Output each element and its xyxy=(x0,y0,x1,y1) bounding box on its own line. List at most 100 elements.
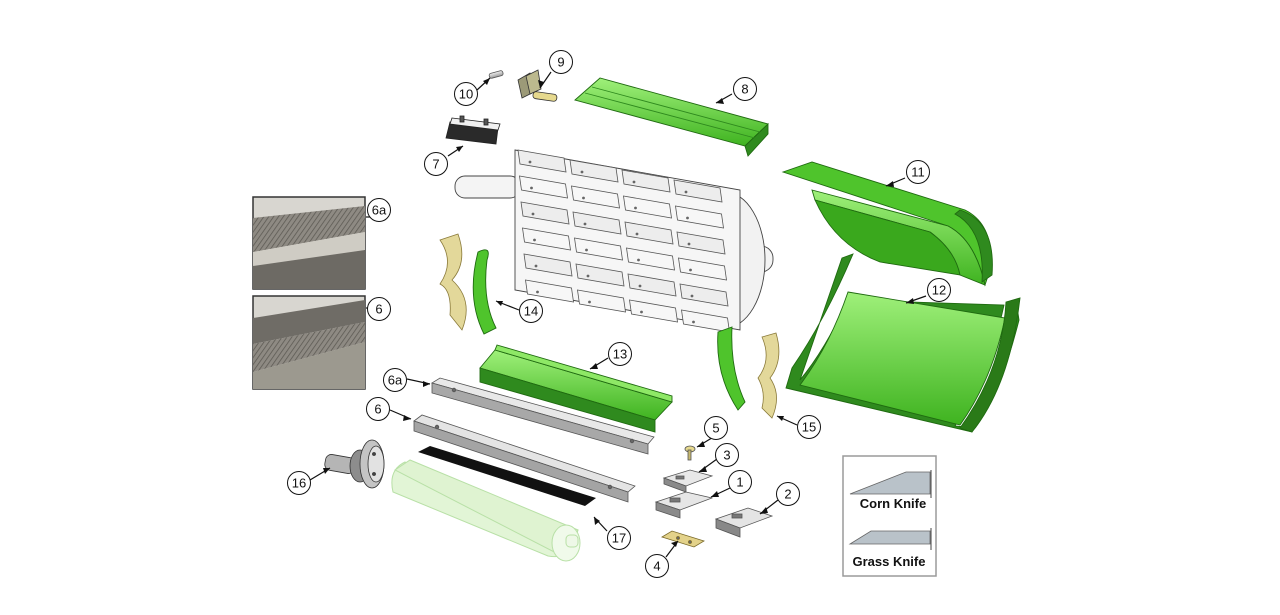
grass-knife-icon xyxy=(848,528,932,550)
callout-10: 10 xyxy=(454,82,478,106)
rotor-bolt-hole xyxy=(686,216,689,220)
pin-part-10 xyxy=(488,70,504,79)
callouts: 10 9 8 7 11 12 6a 6 xyxy=(287,50,951,578)
svg-text:6a: 6a xyxy=(372,203,387,218)
svg-text:8: 8 xyxy=(741,82,748,97)
bolt-part-5 xyxy=(684,445,696,461)
rotor-bolt-hole xyxy=(632,180,636,184)
rotor-knife-segment xyxy=(577,289,626,313)
rotor-knife-segment xyxy=(679,283,729,307)
side-plate-right xyxy=(717,326,746,411)
concave-part-12 xyxy=(785,253,1021,433)
callout-15: 15 xyxy=(797,415,821,439)
callout-photo-6a: 6a xyxy=(367,198,391,222)
rotor-knife-segment xyxy=(571,185,620,209)
callout-17: 17 xyxy=(607,526,631,550)
svg-text:9: 9 xyxy=(557,55,564,70)
callout-1: 1 xyxy=(728,470,752,494)
svg-text:12: 12 xyxy=(932,283,946,298)
bracket-part-9 xyxy=(517,69,558,102)
callout-12: 12 xyxy=(927,278,951,302)
rotor-knife-segment xyxy=(572,211,622,235)
rotor-knife-segment xyxy=(678,257,727,281)
rotor-bolt-hole xyxy=(692,320,695,324)
callout-11: 11 xyxy=(906,160,930,184)
bar-part-6a xyxy=(431,377,655,455)
callout-2: 2 xyxy=(776,482,800,506)
rotor-bolt-hole xyxy=(583,222,587,226)
rotor-bolt-hole xyxy=(531,212,535,216)
callout-3: 3 xyxy=(715,443,739,467)
svg-text:6: 6 xyxy=(375,302,382,317)
rotor-knife-segment xyxy=(673,179,723,203)
rotor-knife-segment xyxy=(525,279,574,303)
rotor-knife-segment xyxy=(626,247,675,271)
rotor-knife-segment xyxy=(522,227,571,251)
svg-text:14: 14 xyxy=(524,304,538,319)
rotor-knife-segment xyxy=(569,159,619,183)
rotor-bolt-hole xyxy=(530,186,533,190)
callout-9: 9 xyxy=(549,50,573,74)
callout-7: 7 xyxy=(424,152,448,176)
svg-text:7: 7 xyxy=(432,157,439,172)
photo-knife-6a xyxy=(252,196,366,290)
svg-text:17: 17 xyxy=(612,531,626,546)
rotor-bolt-hole xyxy=(586,274,590,278)
rotor-knife-segment xyxy=(517,149,567,173)
rotor-knife-segment xyxy=(676,231,726,255)
rotor-knife-segment xyxy=(624,221,674,245)
rotor-bolt-hole xyxy=(533,238,536,242)
leader-arrowheads xyxy=(323,78,914,547)
rotor-bolt-hole xyxy=(637,258,640,262)
rotor-knife-segment xyxy=(629,299,678,323)
corn-knife-label: Corn Knife xyxy=(860,496,926,511)
svg-text:5: 5 xyxy=(712,421,719,436)
knife-type-legend: Corn Knife Grass Knife xyxy=(842,455,937,577)
rotor-bolt-hole xyxy=(582,196,585,200)
rotor-bolt-hole xyxy=(640,310,643,314)
callout-6a: 6a xyxy=(383,368,407,392)
rotor-bolt-hole xyxy=(635,232,639,236)
rotor-bolt-hole xyxy=(690,294,694,298)
roller-part-17 xyxy=(391,459,581,562)
corn-knife-icon xyxy=(849,470,932,498)
top-bar-part-8 xyxy=(574,77,769,157)
rotor-knife-segment xyxy=(574,237,623,261)
rotor-knife-segment xyxy=(675,205,724,229)
rotor-bolt-hole xyxy=(638,284,642,288)
hub-part-16 xyxy=(324,439,385,489)
side-plate-part-14 xyxy=(472,249,497,335)
svg-text:6: 6 xyxy=(374,402,381,417)
rotor-bolt-hole xyxy=(634,206,637,210)
callout-5: 5 xyxy=(704,416,728,440)
rotor-bolt-hole xyxy=(687,242,691,246)
callout-6: 6 xyxy=(366,397,390,421)
rotor-knife-segment xyxy=(523,253,573,277)
rotor-bolt-hole xyxy=(534,264,538,268)
grass-knife-label: Grass Knife xyxy=(853,554,926,569)
side-wing-left xyxy=(439,233,467,331)
knife-part-1 xyxy=(654,491,714,519)
channel-part-13 xyxy=(479,344,673,433)
rotor-knife-segment xyxy=(519,175,568,199)
callout-14: 14 xyxy=(519,299,543,323)
callout-4: 4 xyxy=(645,554,669,578)
svg-text:15: 15 xyxy=(802,420,816,435)
rotor-bolt-hole xyxy=(588,300,591,304)
rotor-bolt-hole xyxy=(585,248,588,252)
callout-16: 16 xyxy=(287,471,311,495)
svg-text:10: 10 xyxy=(459,87,473,102)
plate-part-4 xyxy=(661,530,705,548)
callout-8: 8 xyxy=(733,77,757,101)
rotor-knife-segments xyxy=(517,149,730,333)
bar-part-6 xyxy=(413,414,636,503)
callout-13: 13 xyxy=(608,342,632,366)
rotor-bolt-hole xyxy=(689,268,692,272)
rotor-knife-segment xyxy=(627,273,677,297)
svg-text:6a: 6a xyxy=(388,373,403,388)
rotor-knife-segment xyxy=(520,201,570,225)
svg-text:3: 3 xyxy=(723,448,730,463)
svg-text:13: 13 xyxy=(613,347,627,362)
svg-text:1: 1 xyxy=(736,475,743,490)
